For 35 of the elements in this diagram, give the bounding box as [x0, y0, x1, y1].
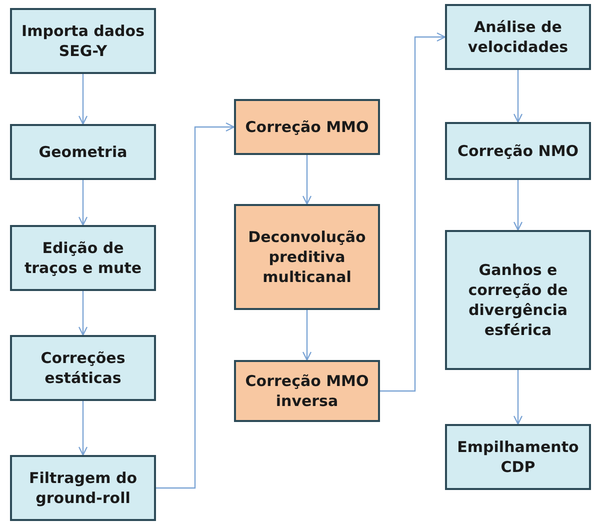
process-box: [10, 8, 156, 74]
arrow: [302, 155, 312, 205]
arrow: [380, 32, 446, 392]
process-box: [445, 230, 591, 370]
step-label: Correção MMO: [245, 116, 369, 138]
step-label: Correção NMO: [457, 140, 579, 162]
step-label: Correção MMO inversa: [244, 370, 370, 412]
arrow: [513, 70, 523, 123]
step-label: Empilhamento CDP: [456, 436, 580, 478]
arrow: [78, 74, 88, 125]
step-label: Importa dados SEG-Y: [20, 20, 146, 62]
arrow: [78, 291, 88, 336]
arrow: [78, 401, 88, 456]
step-label: Análise de velocidades: [466, 16, 570, 58]
arrow: [513, 370, 523, 425]
process-box: [234, 204, 380, 310]
step-label: Filtragem do ground-roll: [28, 468, 138, 508]
process-box: [10, 124, 156, 180]
process-box: [10, 225, 156, 291]
arrow: [78, 180, 88, 226]
process-box: [234, 99, 380, 155]
process-box: [234, 360, 380, 422]
step-label: Geometria: [38, 142, 128, 162]
step-label: Ganhos e correção de divergência esférica: [467, 260, 569, 340]
step-label: Edição de traços e mute: [23, 238, 143, 278]
step-label: Correções estáticas: [40, 348, 126, 388]
process-box: [445, 122, 591, 180]
process-box: [10, 455, 156, 521]
process-box: [445, 4, 591, 70]
process-box: [10, 335, 156, 401]
arrow: [302, 310, 312, 361]
step-label: Deconvolução preditiva multicanal: [247, 226, 367, 288]
process-box: [445, 424, 591, 490]
arrow: [513, 180, 523, 231]
arrow: [156, 122, 235, 489]
